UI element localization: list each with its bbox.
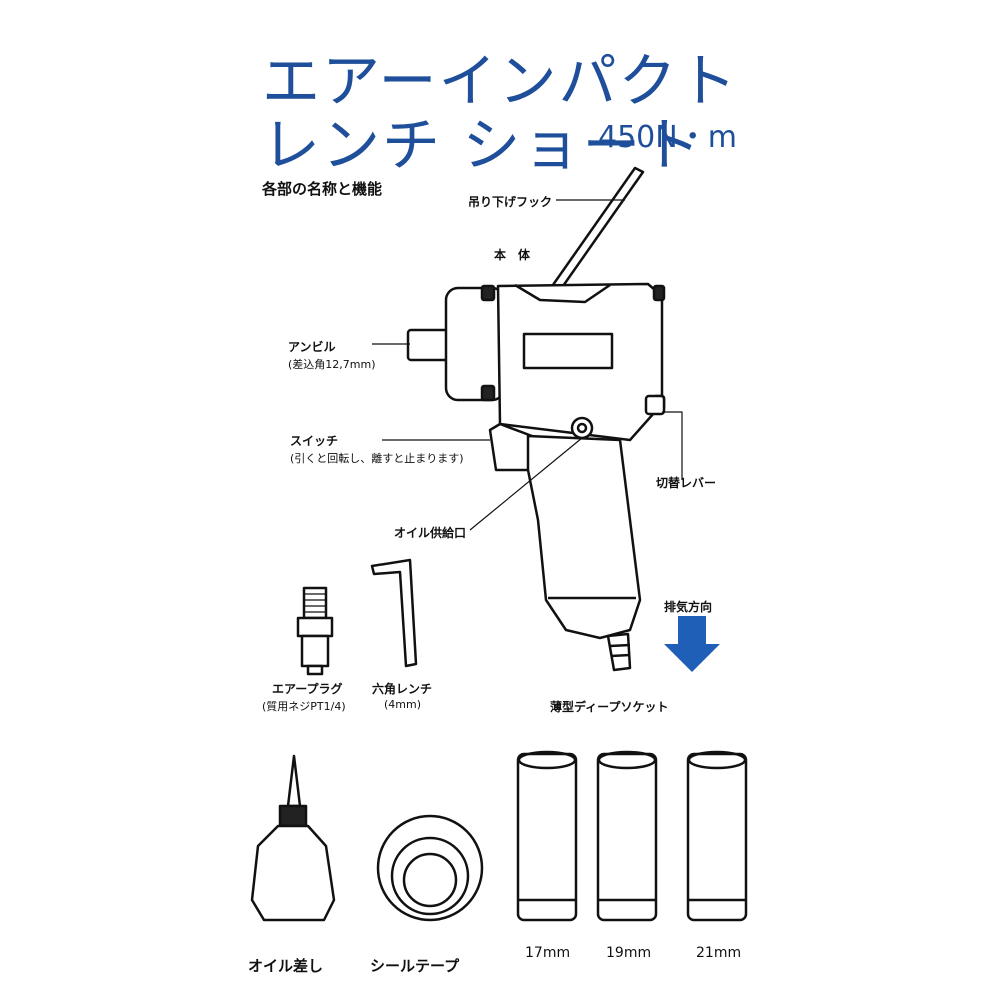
hex-wrench	[370, 558, 418, 668]
section-title: 各部の名称と機能	[262, 180, 383, 198]
label-air-plug: エアープラグ	[272, 682, 343, 696]
label-socket-set: 薄型ディープソケット	[550, 700, 669, 714]
product-title-line1: エアーインパクト	[262, 47, 739, 115]
label-exhaust: 排気方向	[664, 600, 713, 614]
hanging-hook	[545, 166, 645, 299]
label-air-plug-note: (質用ネジPT1/4)	[262, 700, 346, 713]
down-arrow-icon	[664, 616, 720, 672]
label-lever: 切替レバー	[656, 476, 717, 490]
label-hex-wrench: 六角レンチ	[372, 682, 433, 696]
socket-size-21: 21mm	[696, 945, 742, 961]
label-anvil-note: (差込角12,7mm)	[288, 358, 376, 371]
oiler-bottle	[250, 754, 336, 922]
impact-wrench	[406, 282, 666, 672]
label-switch-note: (引くと回転し、離すと止まります)	[290, 452, 464, 465]
torque-spec: 450N・m	[598, 120, 737, 155]
air-plug	[296, 586, 334, 676]
label-oiler: オイル差し	[248, 957, 324, 975]
seal-tape	[376, 814, 484, 922]
label-anvil: アンビル	[288, 340, 336, 354]
label-oil-port: オイル供給口	[394, 526, 467, 540]
socket-size-19: 19mm	[606, 945, 652, 961]
socket-size-17: 17mm	[525, 945, 571, 961]
label-hook: 吊り下げフック	[468, 195, 553, 209]
label-hex-wrench-note: (4mm)	[384, 698, 422, 711]
label-seal-tape: シールテープ	[370, 957, 460, 975]
socket-set	[516, 750, 748, 922]
label-switch: スイッチ	[290, 434, 339, 448]
product-title-line2: レンチ ショート	[262, 111, 703, 179]
label-body: 本 体	[494, 248, 531, 262]
